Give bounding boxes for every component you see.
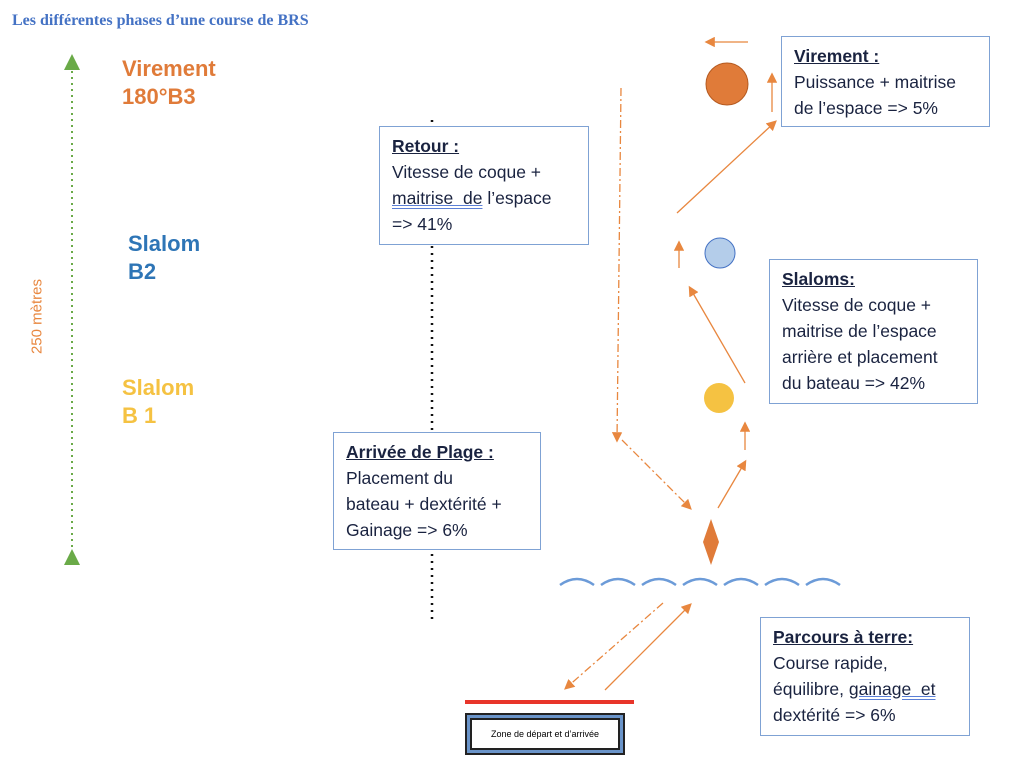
- terre-line: équilibre, gainage et: [773, 676, 957, 702]
- arrivee-title: Arrivée de Plage :: [346, 442, 494, 462]
- buoy-b3: [705, 62, 749, 106]
- phase-b3-line2: 180°B3: [122, 84, 196, 109]
- terre-underlined: gainage et: [848, 679, 936, 699]
- phase-b3-line1: Virement: [122, 56, 216, 81]
- arrow-to-b1: [717, 459, 747, 509]
- retour-title: Retour :: [392, 136, 460, 156]
- start-zone-label: Zone de départ et d’arrivée: [470, 718, 620, 750]
- terre-line: dextérité => 6%: [773, 705, 896, 725]
- retour-line: maitrise de l’espace: [392, 185, 576, 211]
- buoy-b2: [704, 237, 736, 269]
- waves: [559, 577, 841, 587]
- arrivee-box: Arrivée de Plage : Placement du bateau +…: [333, 432, 541, 550]
- terre-text: équilibre,: [773, 679, 849, 699]
- arrow-to-b3: [676, 120, 777, 214]
- virement-line: de l’espace => 5%: [794, 98, 938, 118]
- page-title: Les différentes phases d’une course de B…: [12, 12, 309, 29]
- phase-b1-label: Slalom B 1: [122, 374, 194, 430]
- retour-box: Retour : Vitesse de coque + maitrise de …: [379, 126, 589, 245]
- virement-title: Virement :: [794, 46, 880, 66]
- retour-line: Vitesse de coque +: [392, 162, 542, 182]
- run-in-arrow: [564, 602, 664, 690]
- slaloms-line: maitrise de l’espace: [782, 321, 937, 341]
- retour-underlined: maitrise de: [392, 188, 483, 208]
- phase-b1-line2: B 1: [122, 403, 157, 428]
- arrivee-line: bateau + dextérité +: [346, 494, 502, 514]
- return-arrow: [611, 87, 623, 443]
- arrivee-line: Gainage => 6%: [346, 520, 468, 540]
- terre-line: Course rapide,: [773, 653, 888, 673]
- buoy-b1: [704, 383, 734, 413]
- virement-box: Virement : Puissance + maitrise de l’esp…: [781, 36, 990, 127]
- retour-line: => 41%: [392, 214, 453, 234]
- arrow-to-b2: [688, 285, 746, 384]
- virement-line: Puissance + maitrise: [794, 72, 956, 92]
- slaloms-line: arrière et placement: [782, 347, 938, 367]
- distance-label: 250 mètres: [28, 278, 46, 355]
- phase-b1-line1: Slalom: [122, 375, 195, 400]
- phase-b3-label: Virement 180°B3: [122, 55, 216, 111]
- terre-title: Parcours à terre:: [773, 627, 914, 647]
- retour-text: l’espace: [482, 188, 552, 208]
- start-zone-box: Zone de départ et d’arrivée: [465, 713, 625, 755]
- slaloms-line: Vitesse de coque +: [782, 295, 932, 315]
- slaloms-box: Slaloms: Vitesse de coque + maitrise de …: [769, 259, 978, 404]
- board-diamond: [703, 519, 719, 565]
- slaloms-line: du bateau => 42%: [782, 373, 926, 393]
- phase-b2-line1: Slalom: [128, 231, 201, 256]
- phase-b2-line2: B2: [128, 259, 157, 284]
- beach-arrow: [621, 439, 692, 510]
- run-out-arrow: [604, 603, 692, 691]
- slaloms-title: Slaloms:: [782, 269, 855, 289]
- terre-box: Parcours à terre: Course rapide, équilib…: [760, 617, 970, 736]
- arrivee-line: Placement du: [346, 468, 454, 488]
